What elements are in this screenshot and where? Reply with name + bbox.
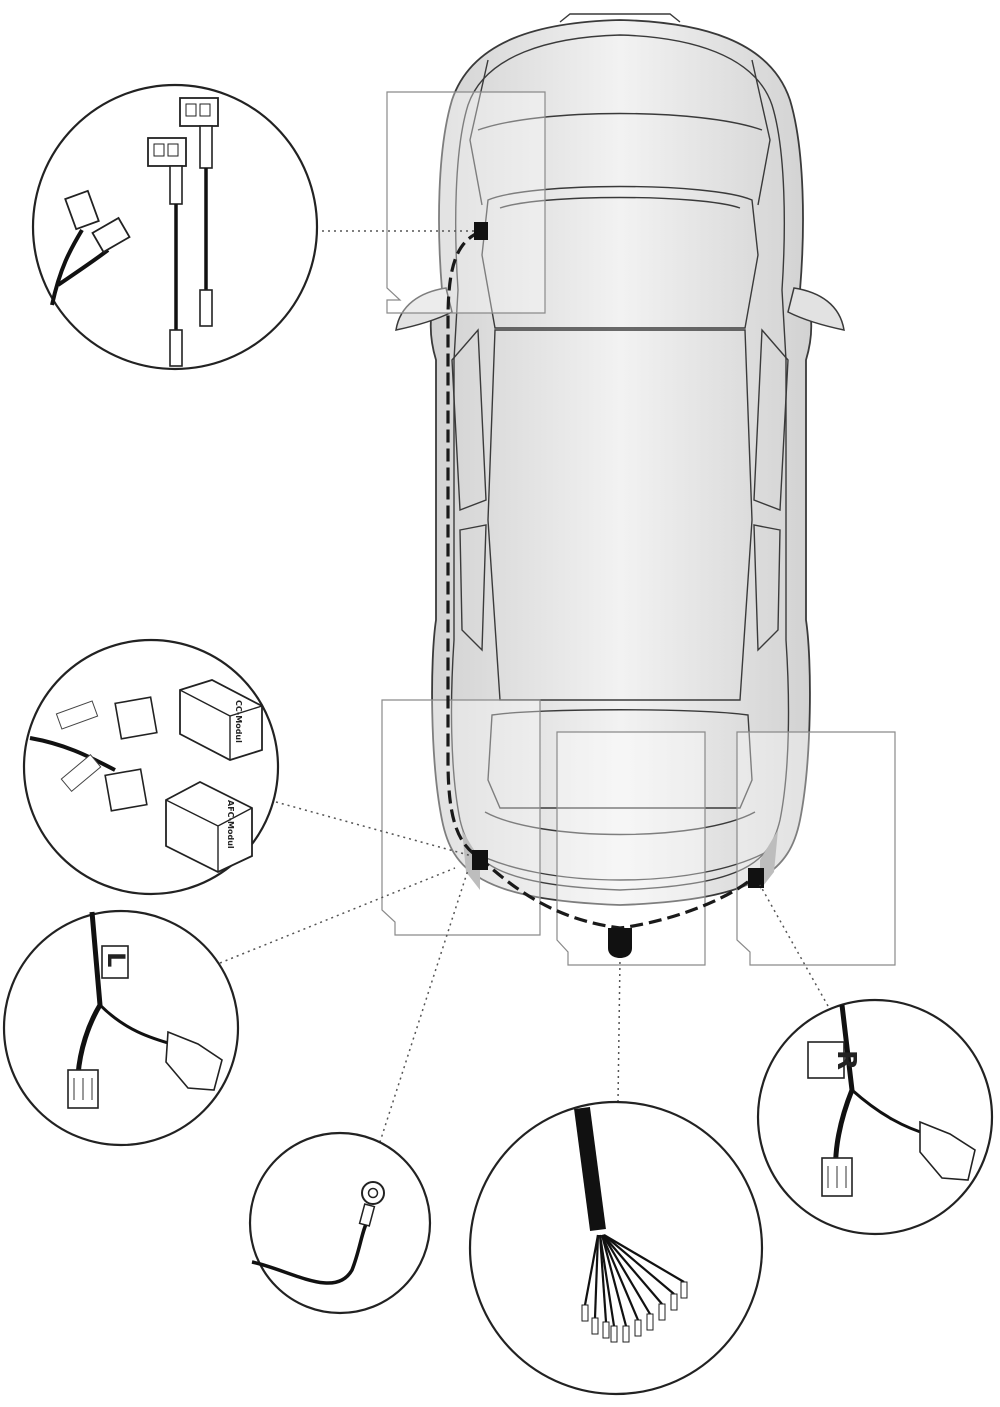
plug-icon — [67, 1030, 223, 1109]
leader-lines — [219, 230, 829, 1149]
frame-rear-left — [381, 699, 541, 936]
car-top-view — [395, 13, 845, 906]
afc-module: AFC-Modul — [165, 780, 253, 874]
car-body — [429, 19, 813, 906]
plug-icon — [64, 189, 131, 254]
frame-rear-right — [736, 731, 896, 966]
frame-front-left — [386, 91, 546, 314]
left-side-label: L — [102, 952, 130, 967]
fuse-tap-icon — [147, 137, 187, 367]
fuse-tap-icon — [179, 97, 219, 327]
callout-front-connectors — [31, 83, 319, 371]
right-side-label: R — [831, 1050, 861, 1070]
callout-wire-loom — [468, 1100, 764, 1396]
cc-module-label: CC-Modul — [234, 700, 243, 743]
left-mirror — [395, 287, 453, 331]
plug-icon — [821, 1120, 976, 1197]
wire-ends — [583, 1234, 685, 1327]
afc-module-label: AFC-Modul — [226, 800, 235, 849]
frame-rear-center — [556, 731, 706, 966]
connector-rear-left — [472, 850, 488, 870]
connector-rear-right — [748, 868, 764, 888]
callout-modules: CC-Modul AFC-Modul — [22, 638, 280, 896]
cc-module: CC-Modul — [179, 679, 263, 761]
callout-left-lamp: L — [2, 909, 240, 1147]
callout-ground-eyelet — [248, 1131, 432, 1315]
connector-front — [474, 222, 488, 240]
callout-frames — [381, 91, 896, 966]
wiring-harness — [446, 222, 764, 958]
right-mirror — [787, 287, 845, 331]
callout-right-lamp: R — [756, 998, 994, 1236]
tow-socket — [608, 928, 632, 958]
